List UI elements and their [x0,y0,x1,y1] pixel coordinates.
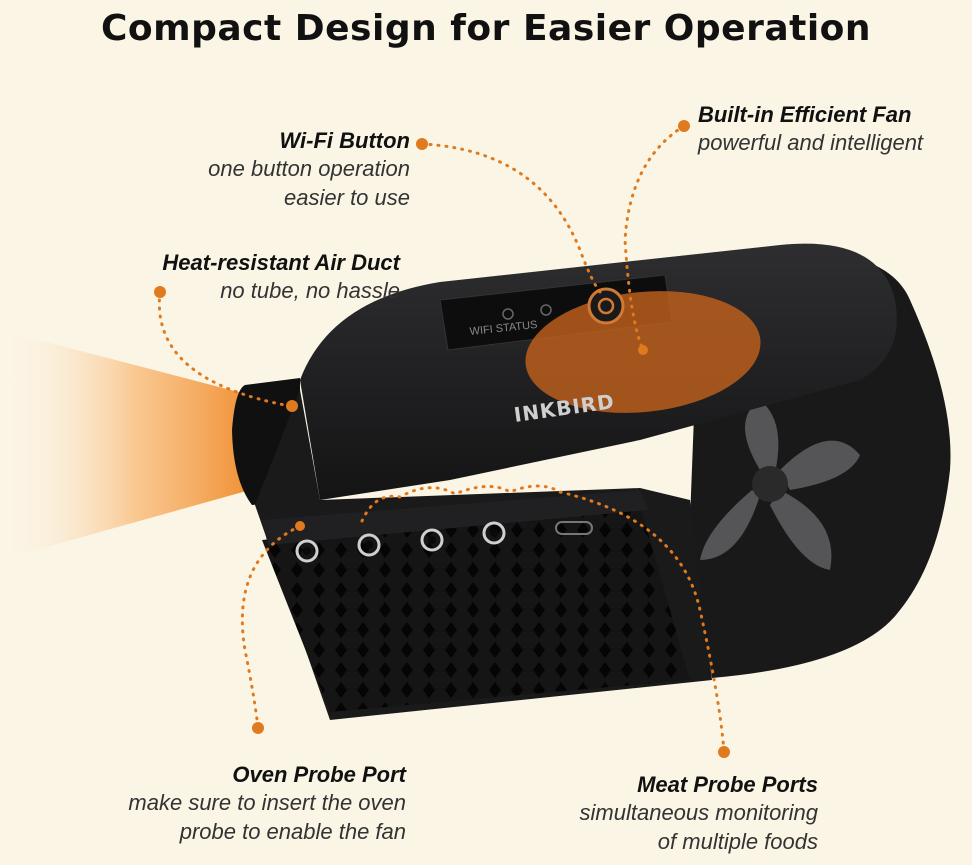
callout-heading: Heat-resistant Air Duct [162,250,400,275]
callout-heading: Oven Probe Port [232,762,406,787]
callout-dots [154,120,730,758]
led-indicator [502,308,514,320]
meat-probe-port [357,533,381,557]
vent-grille [262,505,690,712]
callout-line: powerful and intelligent [698,130,924,155]
callout-line: easier to use [284,185,410,210]
callout-meat-probe-ports: Meat Probe Ports simultaneous monitoring… [520,772,818,856]
fan-blades [700,400,860,570]
callout-line: of multiple foods [657,829,818,854]
usb-c-port [555,521,593,535]
heat-glow [0,330,250,560]
meat-probe-port [420,528,444,552]
page-title: Compact Design for Easier Operation [100,8,872,49]
callout-heading: Meat Probe Ports [637,772,818,797]
callout-heading: Built-in Efficient Fan [698,102,912,127]
wifi-button[interactable] [587,287,625,325]
callout-heading: Wi-Fi Button [279,128,410,153]
wifi-button-icon [597,297,615,315]
callout-line: no tube, no hassle [220,278,400,303]
callout-leaders [157,124,726,754]
callout-line: probe to enable the fan [179,819,406,844]
meat-probe-port [482,521,506,545]
callout-line: one button operation [208,156,410,181]
callout-oven-probe-port: Oven Probe Port make sure to insert the … [60,762,406,846]
callout-line: make sure to insert the oven [128,790,406,815]
oven-probe-port [295,539,319,563]
led-indicator [540,304,552,316]
callout-wifi-button: Wi-Fi Button one button operation easier… [150,128,410,212]
callout-line: simultaneous monitoring [579,800,818,825]
callout-built-in-fan: Built-in Efficient Fan powerful and inte… [698,102,968,157]
callout-air-duct: Heat-resistant Air Duct no tube, no hass… [100,250,400,305]
probe-ports [295,521,593,563]
port-strip [262,490,648,545]
